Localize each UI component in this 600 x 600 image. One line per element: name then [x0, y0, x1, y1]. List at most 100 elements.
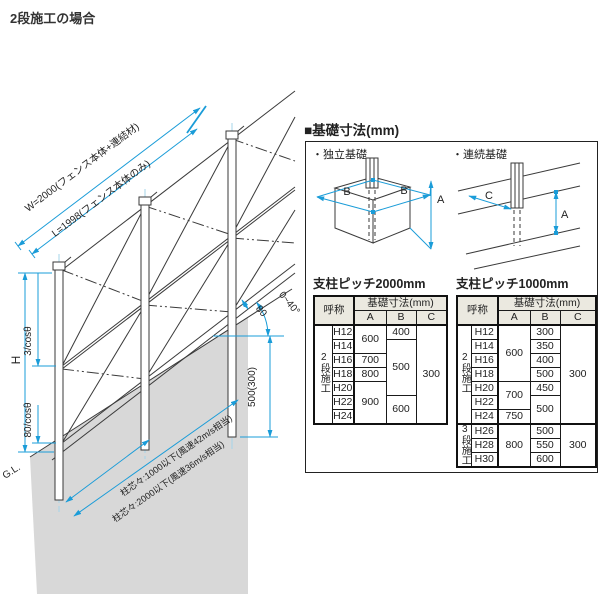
- table-cell: 750: [497, 409, 531, 425]
- row-name: H20: [331, 381, 355, 396]
- dim-b-right-label: B: [400, 185, 407, 197]
- column-header: B: [529, 310, 561, 326]
- column-header: 基礎寸法(mm): [497, 295, 597, 311]
- page-title: 2段施工の場合: [10, 11, 96, 26]
- column-header: B: [385, 310, 417, 326]
- table-row: H22 500: [457, 395, 596, 425]
- slope-clearance-label: 80: [253, 304, 269, 320]
- table-row: H14 350: [457, 339, 596, 354]
- table-cell: 300: [415, 324, 448, 425]
- embedment-label: 500(300): [247, 367, 258, 407]
- row-name: H24: [331, 409, 355, 425]
- column-header: 呼称: [313, 295, 355, 326]
- row-name: H18: [470, 367, 499, 382]
- table-row: H30 600: [457, 452, 596, 468]
- table-cell: 600: [353, 324, 387, 354]
- row-name: H16: [331, 353, 355, 368]
- group-label: 3段施工: [456, 423, 472, 468]
- table-cell: 550: [529, 438, 561, 453]
- pitch-1000-table-title: 支柱ピッチ1000mm: [456, 277, 569, 291]
- dim-height-label: H: [9, 356, 23, 365]
- foundation-panel-heading: ■基礎寸法(mm): [304, 123, 400, 138]
- mesh-diagonals-dashdot: [61, 138, 296, 380]
- dim-width-outer-label: W=2000(フェンス本体+連結材): [22, 120, 141, 215]
- table-cell: 800: [353, 367, 387, 382]
- column-header: C: [559, 310, 597, 326]
- table-cell: 600: [385, 395, 417, 425]
- table-row: H14 500: [314, 339, 447, 396]
- table-cell: 300: [529, 324, 561, 340]
- row-name: H26: [470, 423, 499, 439]
- row-name: H16: [470, 353, 499, 368]
- continuous-foundation-label: ・連続基礎: [452, 147, 507, 161]
- table-cell: 300: [559, 324, 597, 425]
- table-cell: 300: [559, 423, 597, 468]
- slope-angle-label: 0~40°: [276, 290, 301, 317]
- table-cell: 350: [529, 339, 561, 354]
- dim-a-label: A: [561, 209, 569, 221]
- table-cell: 800: [497, 423, 531, 468]
- independent-foundation-label: ・独立基礎: [312, 147, 367, 161]
- table-cell: 900: [353, 381, 387, 425]
- post-rear: [227, 138, 237, 438]
- table-cell: 700: [353, 353, 387, 368]
- dim-c-label: C: [485, 190, 493, 202]
- dim-panel-gap-label: 3/cosθ: [23, 326, 34, 356]
- pitch-2000-table-title: 支柱ピッチ2000mm: [313, 277, 426, 291]
- column-header: 呼称: [456, 295, 499, 326]
- independent-foundation-diagram: ・独立基礎: [312, 147, 445, 250]
- column-header: A: [353, 310, 387, 326]
- table-row: H24: [314, 409, 447, 425]
- table-cell: 500: [529, 395, 561, 425]
- post-middle: [140, 204, 150, 451]
- post-middle-cap: [138, 196, 152, 206]
- dimension-lines: [14, 105, 284, 517]
- row-name: H12: [470, 324, 499, 340]
- table-cell: 700: [497, 381, 531, 410]
- post-front-cap: [52, 261, 66, 271]
- column-header: A: [497, 310, 531, 326]
- row-name: H14: [331, 339, 355, 354]
- table-cell: 500: [529, 367, 561, 382]
- dim-b-left-label: B: [343, 186, 350, 198]
- table-row: H28 550: [457, 438, 596, 453]
- row-name: H24: [470, 409, 499, 425]
- dim-width-inner-label: L=1998(フェンス本体のみ): [49, 157, 153, 240]
- row-name: H20: [470, 381, 499, 396]
- row-name: H30: [470, 452, 499, 468]
- column-header: C: [415, 310, 448, 326]
- post-front: [54, 269, 64, 501]
- dim-ground-clearance-label: 80/cosθ: [23, 402, 34, 437]
- row-name: H22: [470, 395, 499, 410]
- table-cell: 600: [529, 452, 561, 468]
- table-row: H22 600: [314, 395, 447, 425]
- row-name: H18: [331, 367, 355, 382]
- ground-slope: [29, 272, 296, 594]
- ground-line-label: G.L.: [1, 462, 23, 482]
- row-name: H12: [331, 324, 355, 340]
- table-cell: 500: [385, 339, 417, 396]
- foundation-panel-box: [305, 141, 598, 473]
- row-name: H28: [470, 438, 499, 453]
- group-label: 2段施工: [313, 324, 333, 425]
- post-rear-cap: [225, 130, 239, 140]
- table-cell: 500: [529, 423, 561, 439]
- row-name: H14: [470, 339, 499, 354]
- table-cell: 600: [497, 324, 531, 382]
- table-cell: 400: [385, 324, 417, 340]
- column-header: 基礎寸法(mm): [353, 295, 448, 311]
- continuous-foundation-diagram: ・連続基礎 C A: [452, 147, 581, 270]
- row-name: H22: [331, 395, 355, 410]
